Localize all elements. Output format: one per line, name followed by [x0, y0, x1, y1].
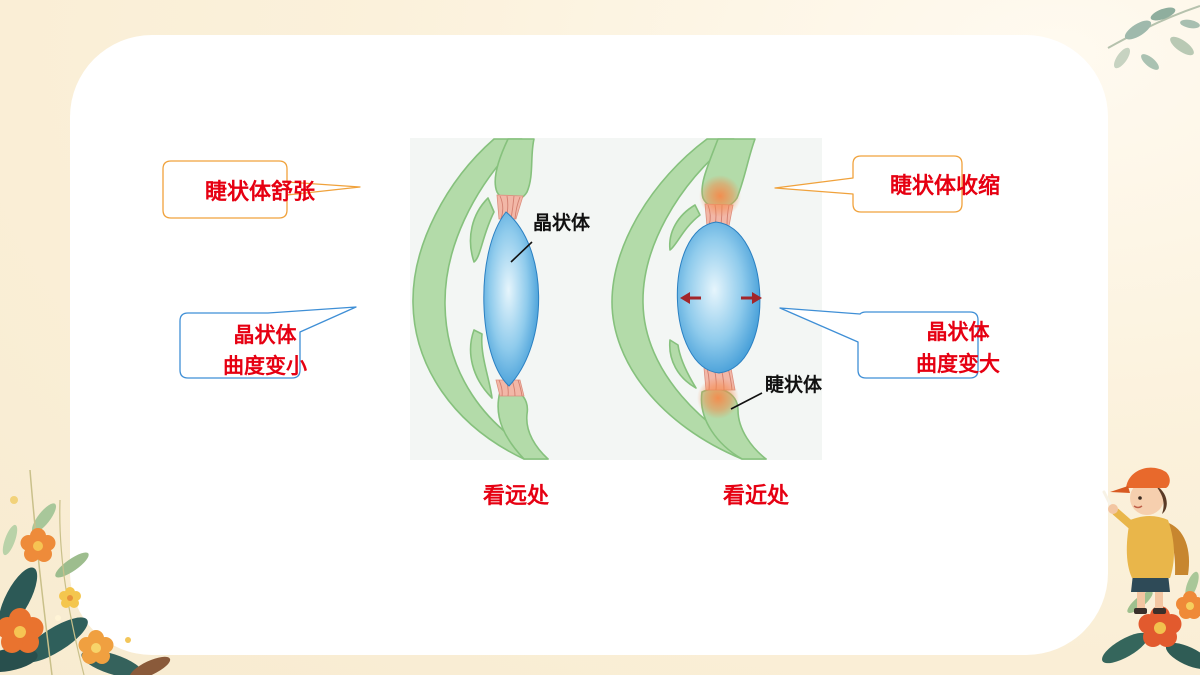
near-view-caption: 看近处 [723, 483, 790, 508]
leaf-branch-decoration [1107, 5, 1200, 70]
far-view-caption: 看远处 [483, 483, 550, 508]
far-view-zonules [495, 194, 525, 397]
lens-expand-arrows [680, 292, 762, 304]
far-view-lens [483, 211, 540, 387]
near-view-eye [611, 138, 767, 460]
orange-flower-2 [0, 608, 44, 653]
ciliary-contract-label: 睫状体收缩 [890, 173, 1001, 198]
lens-flatter-callout [179, 306, 357, 379]
lens-rounder-label: 晶状体 曲度变大 [898, 317, 1018, 381]
lens-leader-line [510, 241, 533, 263]
arrow-left-head [680, 292, 690, 304]
flower-cluster-left [0, 469, 171, 675]
far-view-iris-top [469, 197, 495, 263]
far-view-eye [412, 138, 549, 460]
ciliary-relax-callout [162, 160, 361, 219]
far-view-iris-bottom [469, 329, 493, 399]
lens-flatter-line2: 曲度变小 [223, 355, 307, 378]
lens-rounder-line2: 曲度变大 [916, 353, 1000, 376]
orange-flower-right [1176, 591, 1200, 619]
orange-flower-3 [78, 630, 114, 664]
arrow-right-head [752, 292, 762, 304]
lens-rounder-callout [779, 307, 979, 379]
ciliary-contract-callout [774, 155, 963, 213]
lens-flatter-label: 晶状体 曲度变小 [205, 320, 325, 382]
near-view-iris-bottom [669, 339, 697, 389]
lens-flatter-line1: 晶状体 [233, 324, 297, 347]
ciliary-leader-line [730, 392, 763, 410]
ciliary-relax-label: 睫状体舒张 [205, 179, 316, 204]
orange-flower-1 [20, 528, 56, 562]
near-view-iris-top [669, 204, 701, 251]
ciliary-contraction-glow-top [699, 175, 741, 217]
child-illustration [1102, 467, 1190, 614]
yellow-flower [59, 587, 81, 608]
lens-part-label: 晶状体 [533, 213, 591, 234]
ciliary-part-label: 睫状体 [765, 375, 823, 396]
near-view-lens [676, 221, 761, 374]
ciliary-contraction-glow-bottom [697, 377, 739, 419]
lens-rounder-line1: 晶状体 [926, 321, 990, 344]
